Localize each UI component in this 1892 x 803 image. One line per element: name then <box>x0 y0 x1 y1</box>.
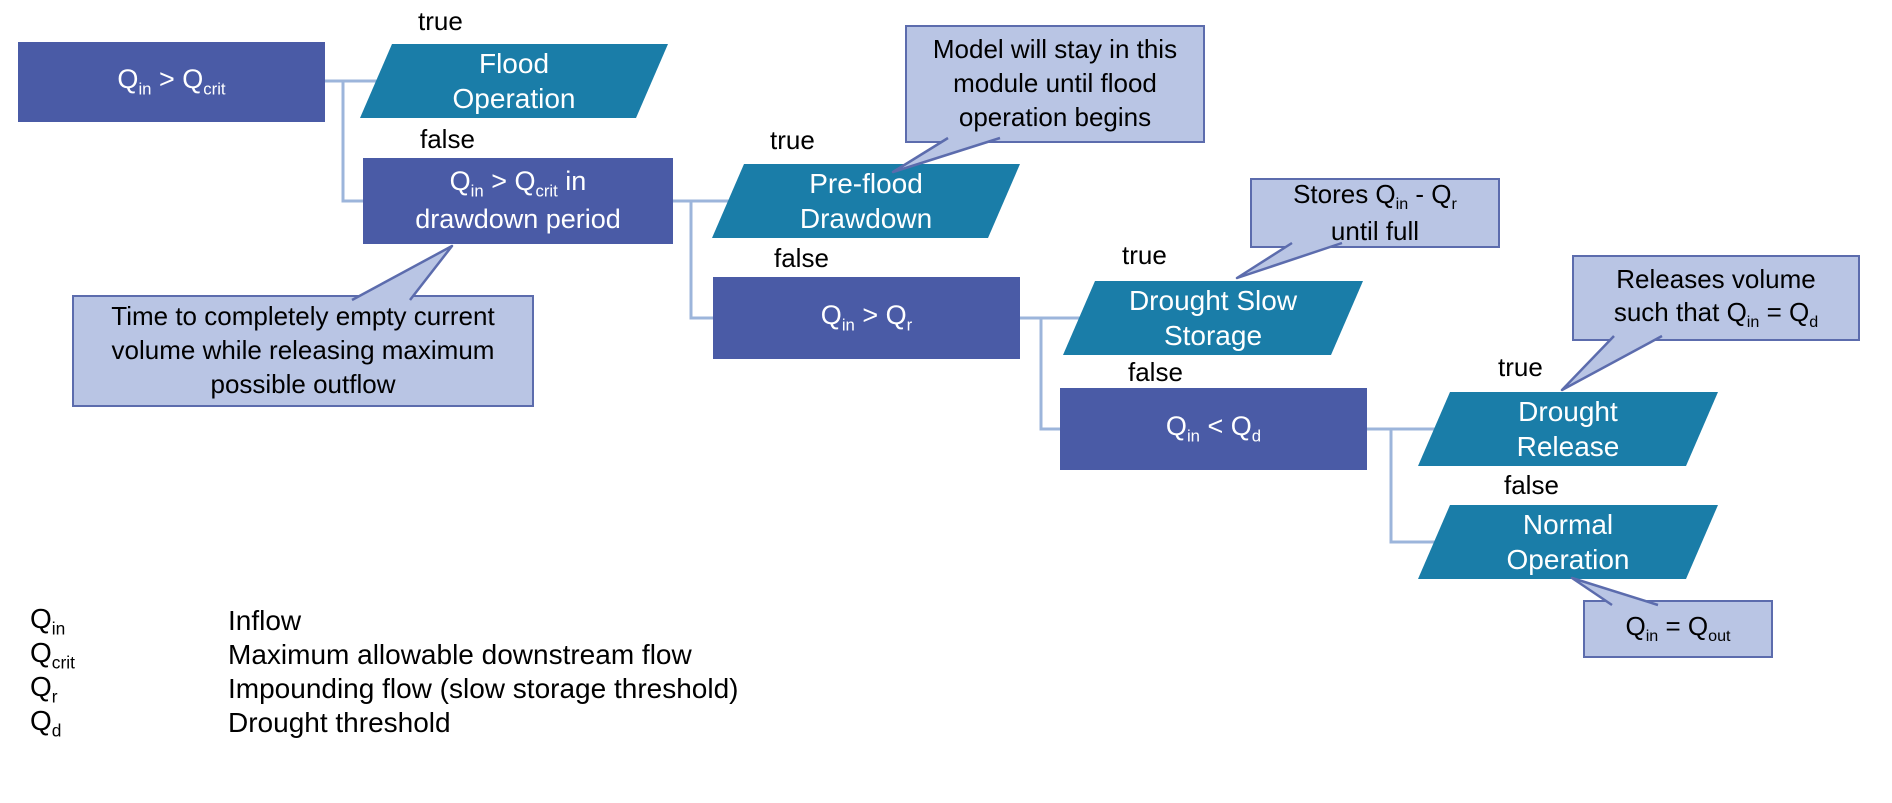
legend-row: Qd Drought threshold <box>30 704 738 741</box>
callout-drawdown-note-text: Time to completely empty current volume … <box>111 301 495 399</box>
process-flood-operation: Flood Operation <box>360 44 668 118</box>
legend-symbol: Qr <box>30 670 58 707</box>
legend-description: Impounding flow (slow storage threshold) <box>228 673 739 704</box>
process-normal-operation-label: Normal Operation <box>1506 509 1630 575</box>
process-preflood-drawdown: Pre-flood Drawdown <box>712 164 1020 238</box>
branch-label-false-drawdown: false <box>774 243 829 273</box>
connector-d2-d3 <box>689 201 713 320</box>
legend-symbol: Qin <box>30 602 66 639</box>
legend-symbol: Qd <box>30 704 62 741</box>
process-drought-slow-storage: Drought Slow Storage <box>1063 281 1363 355</box>
callout-normal-operation-note-text: Qin = Qout <box>1625 611 1731 646</box>
decision-impounding-check-label: Qin > Qr <box>820 300 913 335</box>
legend-symbol: Qcrit <box>30 636 75 673</box>
branch-label-false-flood: false <box>420 124 475 154</box>
callout-slow-storage-note: Stores Qin - Qr until full <box>1250 178 1500 248</box>
legend-row: Qcrit Maximum allowable downstream flow <box>30 636 738 673</box>
process-drought-release-label: Drought Release <box>1516 396 1620 462</box>
callout-preflood-note: Model will stay in this module until flo… <box>905 25 1205 143</box>
decision-drought-check-label: Qin < Qd <box>1165 411 1262 446</box>
decision-flood-check: Qin > Qcrit <box>18 42 325 122</box>
branch-label-true-drought: true <box>1498 352 1543 382</box>
legend-description: Inflow <box>228 605 302 636</box>
legend-description: Drought threshold <box>228 707 451 738</box>
callout-tail-drawdown <box>351 244 454 302</box>
process-preflood-drawdown-label: Pre-flood Drawdown <box>799 168 933 234</box>
branch-label-false-impounding: false <box>1128 357 1183 387</box>
branch-label-true-drawdown: true <box>770 125 815 155</box>
decision-impounding-check: Qin > Qr <box>713 277 1020 359</box>
branch-label-true-flood: true <box>418 6 463 36</box>
callout-drawdown-note: Time to completely empty current volume … <box>72 295 534 407</box>
decision-drawdown-check-label: Qin > Qcrit in drawdown period <box>415 166 621 234</box>
legend-row: Qin Inflow <box>30 602 738 639</box>
legend-description: Maximum allowable downstream flow <box>228 639 692 670</box>
process-flood-operation-label: Flood Operation <box>452 48 576 114</box>
process-drought-release: Drought Release <box>1418 392 1718 466</box>
legend-row: Qr Impounding flow (slow storage thresho… <box>30 670 739 707</box>
connector-d1-d2 <box>341 81 363 203</box>
callout-drought-release-note: Releases volume such that Qin = Qd <box>1572 255 1860 341</box>
callout-slow-storage-note-text: Stores Qin - Qr until full <box>1293 178 1457 246</box>
decision-flood-check-label: Qin > Qcrit <box>117 64 226 99</box>
callout-preflood-note-text: Model will stay in this module until flo… <box>932 34 1178 132</box>
callout-tail-drought-release <box>1560 334 1663 392</box>
process-drought-slow-storage-label: Drought Slow Storage <box>1128 285 1298 351</box>
branch-label-true-impounding: true <box>1122 240 1167 270</box>
callout-normal-operation-note: Qin = Qout <box>1583 600 1773 658</box>
connector-d3-d4 <box>1039 318 1060 431</box>
decision-drawdown-check: Qin > Qcrit in drawdown period <box>363 158 673 244</box>
branch-label-false-drought: false <box>1504 470 1559 500</box>
legend: Qin Inflow Qcrit Maximum allowable downs… <box>30 602 739 741</box>
process-normal-operation: Normal Operation <box>1418 505 1718 579</box>
decision-drought-check: Qin < Qd <box>1060 388 1367 470</box>
callout-drought-release-note-text: Releases volume such that Qin = Qd <box>1613 263 1819 332</box>
